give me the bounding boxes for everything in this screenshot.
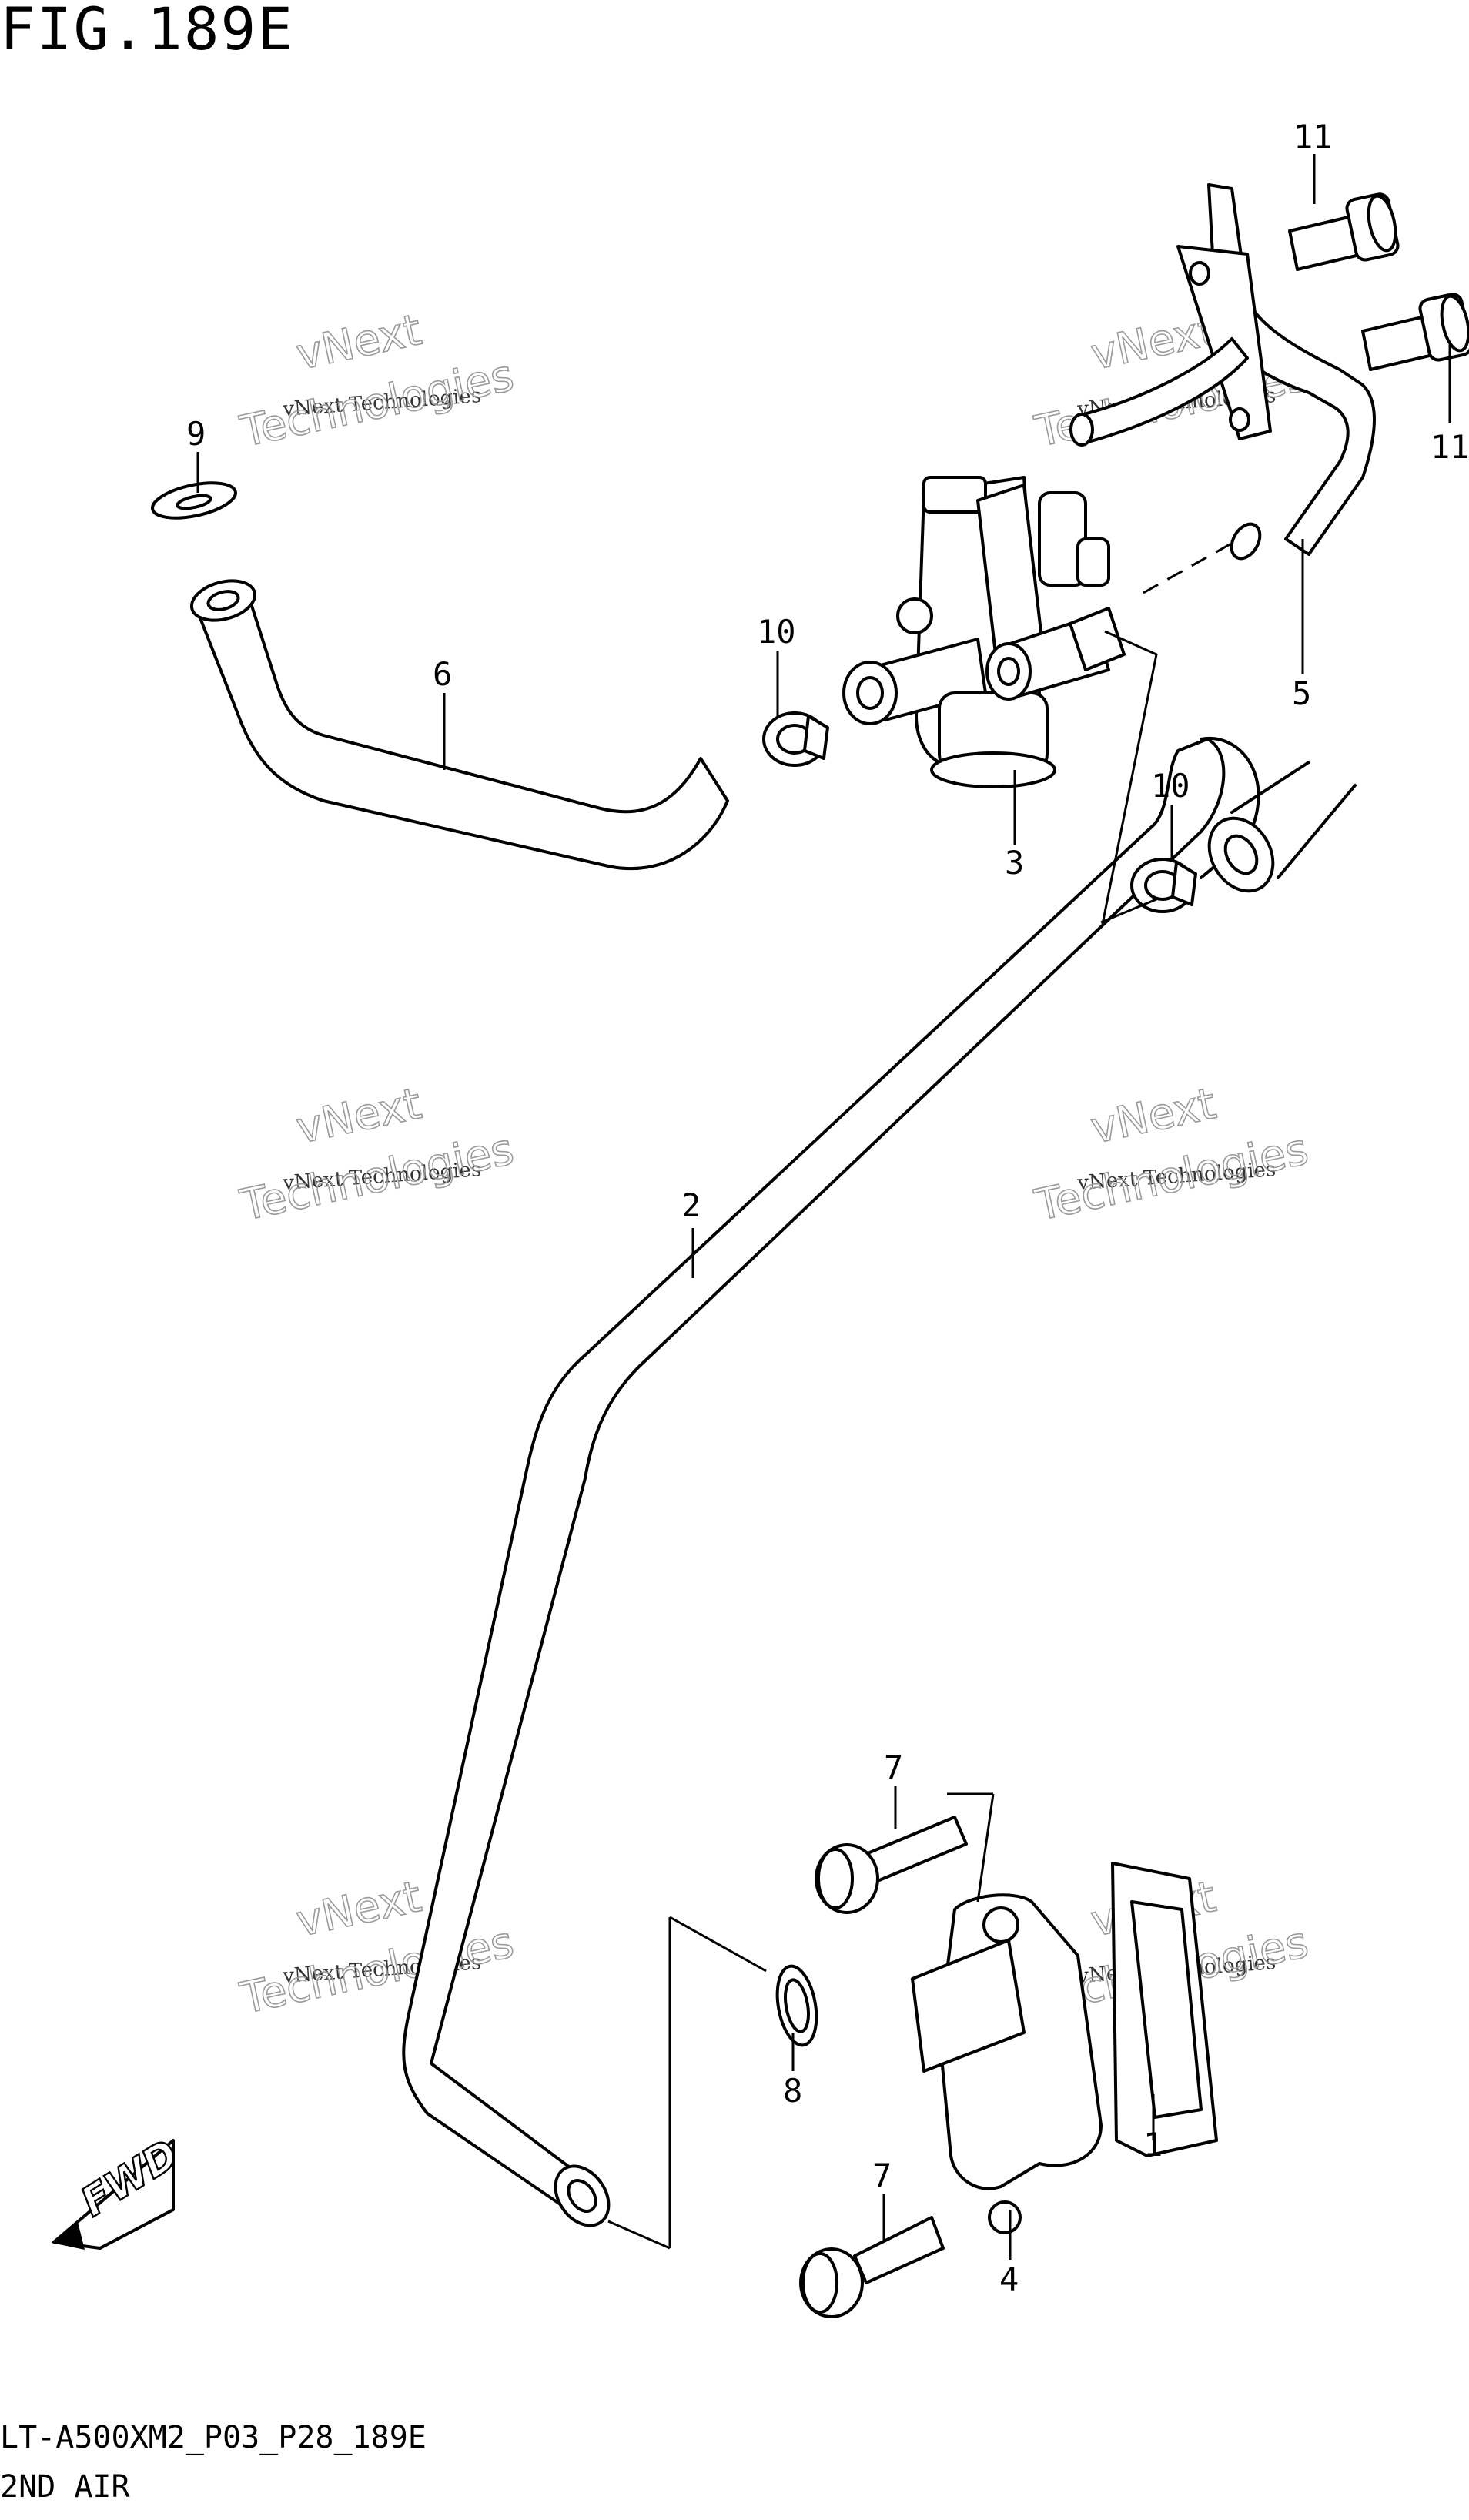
callout-4: 4 [999, 2261, 1019, 2298]
svg-text:vNext: vNext [292, 1079, 426, 1154]
callout-1: 1 [1143, 2126, 1163, 2164]
fwd-arrow: FWD [51, 2130, 187, 2250]
part-2-hose [402, 736, 1357, 2227]
watermark-mid-right: vNext Technologies vNext Technologies [1030, 1078, 1313, 1231]
callout-7-lower: 7 [872, 2157, 892, 2194]
callout-3: 3 [1005, 844, 1024, 882]
callout-9: 9 [186, 415, 206, 453]
svg-text:vNext: vNext [1086, 1079, 1220, 1154]
part-7-bolt-upper [815, 1816, 968, 1914]
callout-8: 8 [783, 2072, 802, 2110]
part-5-pipe [1069, 183, 1376, 561]
svg-text:Technologies: Technologies [236, 1917, 517, 2024]
watermark-mid-left: vNext Technologies vNext Technologies [236, 1078, 519, 1231]
leader-lines [196, 154, 1451, 2260]
part-11-bolt-a [1288, 192, 1400, 271]
part-6-hose [189, 579, 729, 871]
callout-10-upper: 10 [757, 613, 796, 651]
svg-text:vNext: vNext [292, 1872, 426, 1947]
callout-11-lower: 11 [1431, 428, 1469, 466]
watermark-top-left: vNext Technologies vNext Technologies [236, 304, 519, 457]
part-8-oring [775, 1964, 818, 2047]
callout-6: 6 [433, 655, 452, 693]
part-4-cover [911, 1893, 1103, 2234]
part-1-gasket [1111, 1862, 1218, 2157]
callout-10-lower: 10 [1151, 767, 1190, 805]
svg-text:Technologies: Technologies [236, 1124, 517, 1231]
part-3-valve [842, 476, 1126, 788]
section-name: 2ND AIR [0, 2469, 130, 2505]
part-7-bolt-lower [799, 2216, 945, 2318]
svg-text:vNext: vNext [292, 305, 426, 380]
callout-5: 5 [1292, 674, 1311, 712]
callout-7-upper: 7 [884, 1749, 903, 1786]
svg-text:Technologies: Technologies [1030, 1124, 1312, 1231]
svg-text:Technologies: Technologies [236, 350, 517, 457]
part-9-clip [151, 481, 237, 520]
figure-title: FIG.189E [0, 0, 295, 63]
part-10-clamp-lower [1130, 858, 1197, 913]
callouts: 1 2 3 4 5 6 7 7 8 9 10 10 11 11 [186, 118, 1469, 2298]
part-11-bolt-b [1361, 293, 1469, 371]
model-code: LT-A500XM2_P03_P28_189E [0, 2420, 427, 2455]
part-10-clamp-upper [762, 711, 829, 767]
callout-2: 2 [681, 1186, 701, 1224]
callout-11-upper: 11 [1293, 118, 1333, 156]
